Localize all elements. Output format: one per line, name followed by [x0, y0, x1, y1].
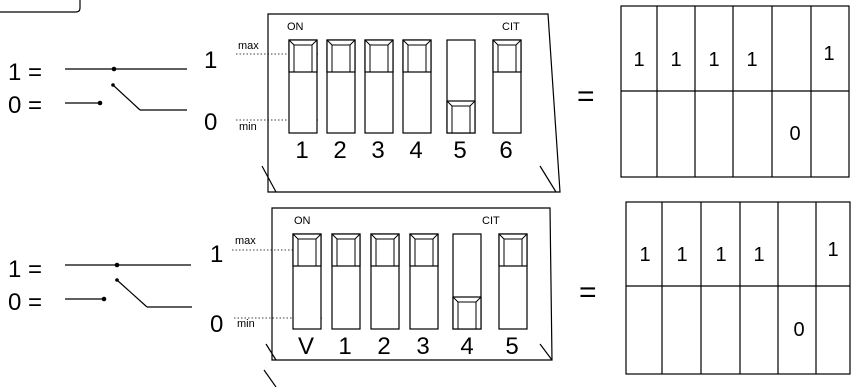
- switch-knob: [498, 233, 528, 267]
- panel-1: 1 = 0 = 1 0 max min ON CIT 1 2 3: [8, 5, 850, 193]
- switch-knob: [492, 39, 522, 73]
- table-cell: 1: [753, 244, 764, 266]
- state-high-label: 1: [210, 241, 223, 268]
- cit-label: CIT: [502, 21, 520, 33]
- max-label: max: [238, 40, 259, 52]
- switch-knob: [364, 39, 394, 73]
- cit-label: CIT: [482, 215, 500, 227]
- switch-number: 2: [377, 333, 390, 360]
- table-cell: 1: [823, 43, 834, 65]
- switch-number: 6: [499, 137, 512, 164]
- contact-dot: [114, 262, 120, 268]
- legend-one-label: 1 =: [8, 256, 42, 283]
- dip-switch[interactable]: [326, 39, 356, 134]
- dip-switch[interactable]: [498, 233, 528, 330]
- contact-dot: [111, 66, 117, 72]
- switch-knob: [446, 100, 476, 134]
- switch-knob: [409, 233, 439, 267]
- equals-sign: =: [577, 80, 595, 113]
- switch-knob: [370, 233, 400, 267]
- dip-switch-block-2: ON CIT V 1 2 3 4 5: [263, 207, 553, 387]
- dip-switch[interactable]: [292, 233, 322, 330]
- equals-sign: =: [579, 276, 597, 309]
- legend-zero-label: 0 =: [8, 289, 42, 316]
- table-border: [625, 201, 851, 375]
- table-cell: 0: [789, 123, 800, 145]
- dip-switch[interactable]: [492, 39, 522, 134]
- table-cell: 1: [715, 244, 726, 266]
- dip-switch[interactable]: [370, 233, 400, 330]
- on-label: ON: [287, 21, 304, 33]
- switch-knob: [331, 233, 361, 267]
- legend-2: 1 = 0 = 1 0 max min: [8, 235, 322, 338]
- state-low-label: 0: [204, 109, 217, 136]
- table-cell: 1: [827, 239, 838, 261]
- max-label: max: [235, 235, 256, 247]
- switch-number: 5: [453, 137, 466, 164]
- table-cell: 1: [708, 49, 719, 71]
- panel-2: 1 = 0 = 1 0 max min ON CIT V 1: [8, 201, 851, 387]
- dip-switch[interactable]: [452, 233, 482, 330]
- table-cell: 1: [639, 244, 650, 266]
- contact-dot: [115, 278, 119, 282]
- switch-number: V: [298, 333, 314, 360]
- contact-dot: [97, 100, 103, 106]
- legend-one-label: 1 =: [8, 59, 42, 86]
- switch-knob: [402, 39, 432, 73]
- table-cell: 1: [633, 49, 644, 71]
- switch-knob: [288, 39, 318, 73]
- switch-knob: [292, 233, 322, 267]
- table-cell: 1: [670, 49, 681, 71]
- switch-number: 3: [416, 333, 429, 360]
- dip-switch[interactable]: [331, 233, 361, 330]
- switch-number: 1: [295, 137, 308, 164]
- housing-leg: [539, 165, 557, 193]
- state-table-2: 1 1 1 1 1 0: [625, 201, 851, 375]
- table-cell: 1: [676, 244, 687, 266]
- on-label: ON: [294, 215, 311, 227]
- table-cell: 1: [746, 49, 757, 71]
- contact-dot: [111, 83, 115, 87]
- dip-switch[interactable]: [409, 233, 439, 330]
- housing-leg: [265, 343, 277, 361]
- open-contact-blade: [116, 279, 148, 308]
- housing-leg: [261, 165, 277, 193]
- dip-switch[interactable]: [364, 39, 394, 134]
- switch-knob: [452, 296, 482, 330]
- dip-switch[interactable]: [446, 39, 476, 134]
- housing-leg: [539, 343, 553, 361]
- switch-number: 5: [505, 333, 518, 360]
- table-cell: 0: [793, 319, 804, 341]
- state-low-label: 0: [210, 311, 223, 338]
- min-label: min: [237, 318, 255, 330]
- switch-number: 2: [333, 137, 346, 164]
- switch-number: 4: [460, 333, 473, 360]
- switch-number: 1: [338, 333, 351, 360]
- contact-dot: [101, 296, 107, 302]
- dip-switch[interactable]: [288, 39, 318, 134]
- open-contact-blade: [112, 84, 141, 111]
- min-label: min: [239, 121, 257, 133]
- switch-number: 3: [371, 137, 384, 164]
- corner-tab: [0, 0, 81, 13]
- state-table-1: 1 1 1 1 1 0: [620, 5, 850, 178]
- dip-switch[interactable]: [402, 39, 432, 134]
- dip-switch-block-1: ON CIT 1 2 3 4 5 6: [261, 13, 561, 193]
- legend-zero-label: 0 =: [8, 92, 42, 119]
- switch-housing: [267, 13, 561, 193]
- legend-1: 1 = 0 = 1 0 max min: [8, 40, 320, 136]
- switch-knob: [326, 39, 356, 73]
- switch-number: 4: [409, 137, 422, 164]
- state-high-label: 1: [204, 47, 217, 74]
- housing-leg: [263, 369, 277, 387]
